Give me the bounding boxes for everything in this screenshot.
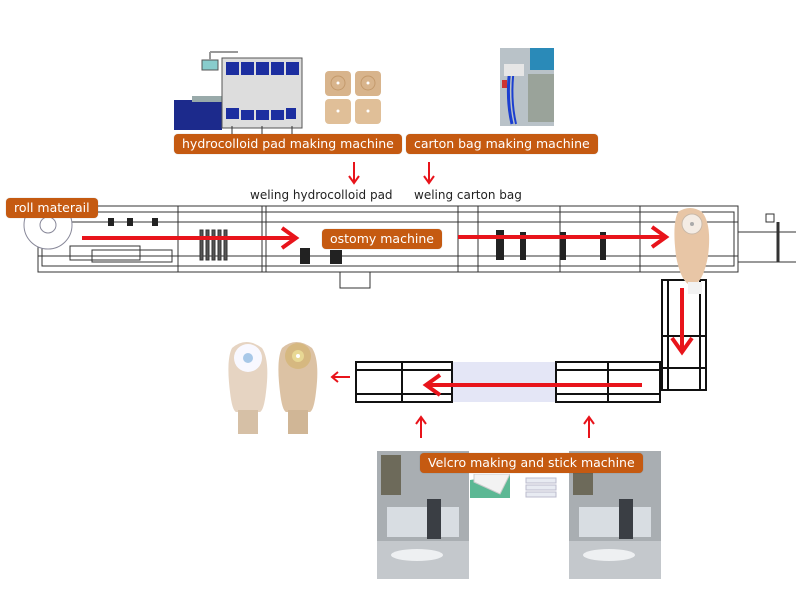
vertical-conveyor-frame <box>661 279 707 391</box>
finished-bag-opaque-icon <box>278 342 318 434</box>
roll-material-label: roll materail <box>6 198 98 218</box>
lower-left-frame <box>355 361 453 403</box>
arrow-up-velcro-right <box>583 415 595 438</box>
ostomy-bag-icon <box>674 208 710 294</box>
velcro-strips-drawing-a <box>470 474 510 498</box>
hydrocolloid-pads-drawing <box>325 71 381 124</box>
hydrocolloid-pads-image <box>324 70 384 126</box>
arrow-down-hydrocolloid <box>348 162 360 185</box>
arrow-ostomy-to-bag <box>458 225 670 249</box>
lower-conveyor-belt <box>452 362 556 402</box>
carton-bag-machine-image <box>500 48 554 126</box>
hydrocolloid-machine-image <box>172 48 312 136</box>
arrow-to-finished <box>330 371 350 383</box>
carton-bag-caption: weling carton bag <box>414 188 522 202</box>
flow-arrows <box>82 162 694 438</box>
carton-bag-machine-drawing <box>500 48 554 126</box>
hydrocolloid-machine-drawing <box>174 51 303 134</box>
arrow-lower-left <box>422 373 642 397</box>
finished-bag-clear-icon <box>228 342 268 434</box>
arrow-down-vertical <box>670 288 694 356</box>
carton-bag-machine-label: carton bag making machine <box>406 134 598 154</box>
arrow-up-velcro-left <box>415 415 427 438</box>
hydrocolloid-pad-caption: weling hydrocolloid pad <box>250 188 393 202</box>
arrow-down-carton <box>423 162 435 185</box>
velcro-strips-drawing-b <box>525 477 557 498</box>
arrow-roll-to-ostomy <box>82 226 300 250</box>
main-line-components <box>108 218 606 264</box>
lower-right-frame <box>555 361 661 403</box>
velcro-strips-image-b <box>524 476 558 498</box>
hydrocolloid-machine-label: hydrocolloid pad making machine <box>174 134 402 154</box>
velcro-machine-label: Velcro making and stick machine <box>420 453 643 473</box>
ostomy-machine-label: ostomy machine <box>322 229 442 249</box>
velcro-strips-image-a <box>470 474 510 498</box>
